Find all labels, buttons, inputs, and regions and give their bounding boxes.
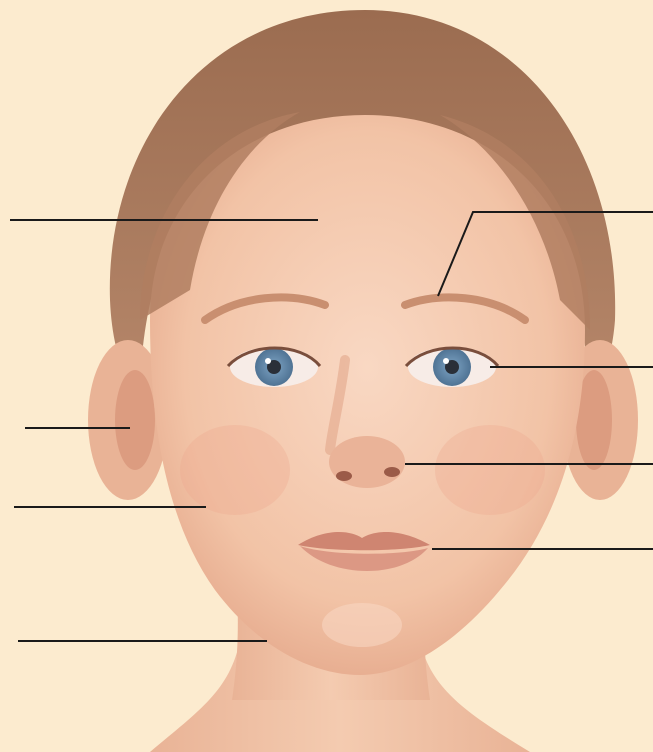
right-cheek <box>435 425 545 515</box>
right-eye-glint <box>443 358 449 364</box>
left-eye-glint <box>265 358 271 364</box>
right-nostril <box>384 467 400 477</box>
left-cheek <box>180 425 290 515</box>
left-ear-inner <box>115 370 155 470</box>
chin-highlight <box>322 603 402 647</box>
left-nostril <box>336 471 352 481</box>
